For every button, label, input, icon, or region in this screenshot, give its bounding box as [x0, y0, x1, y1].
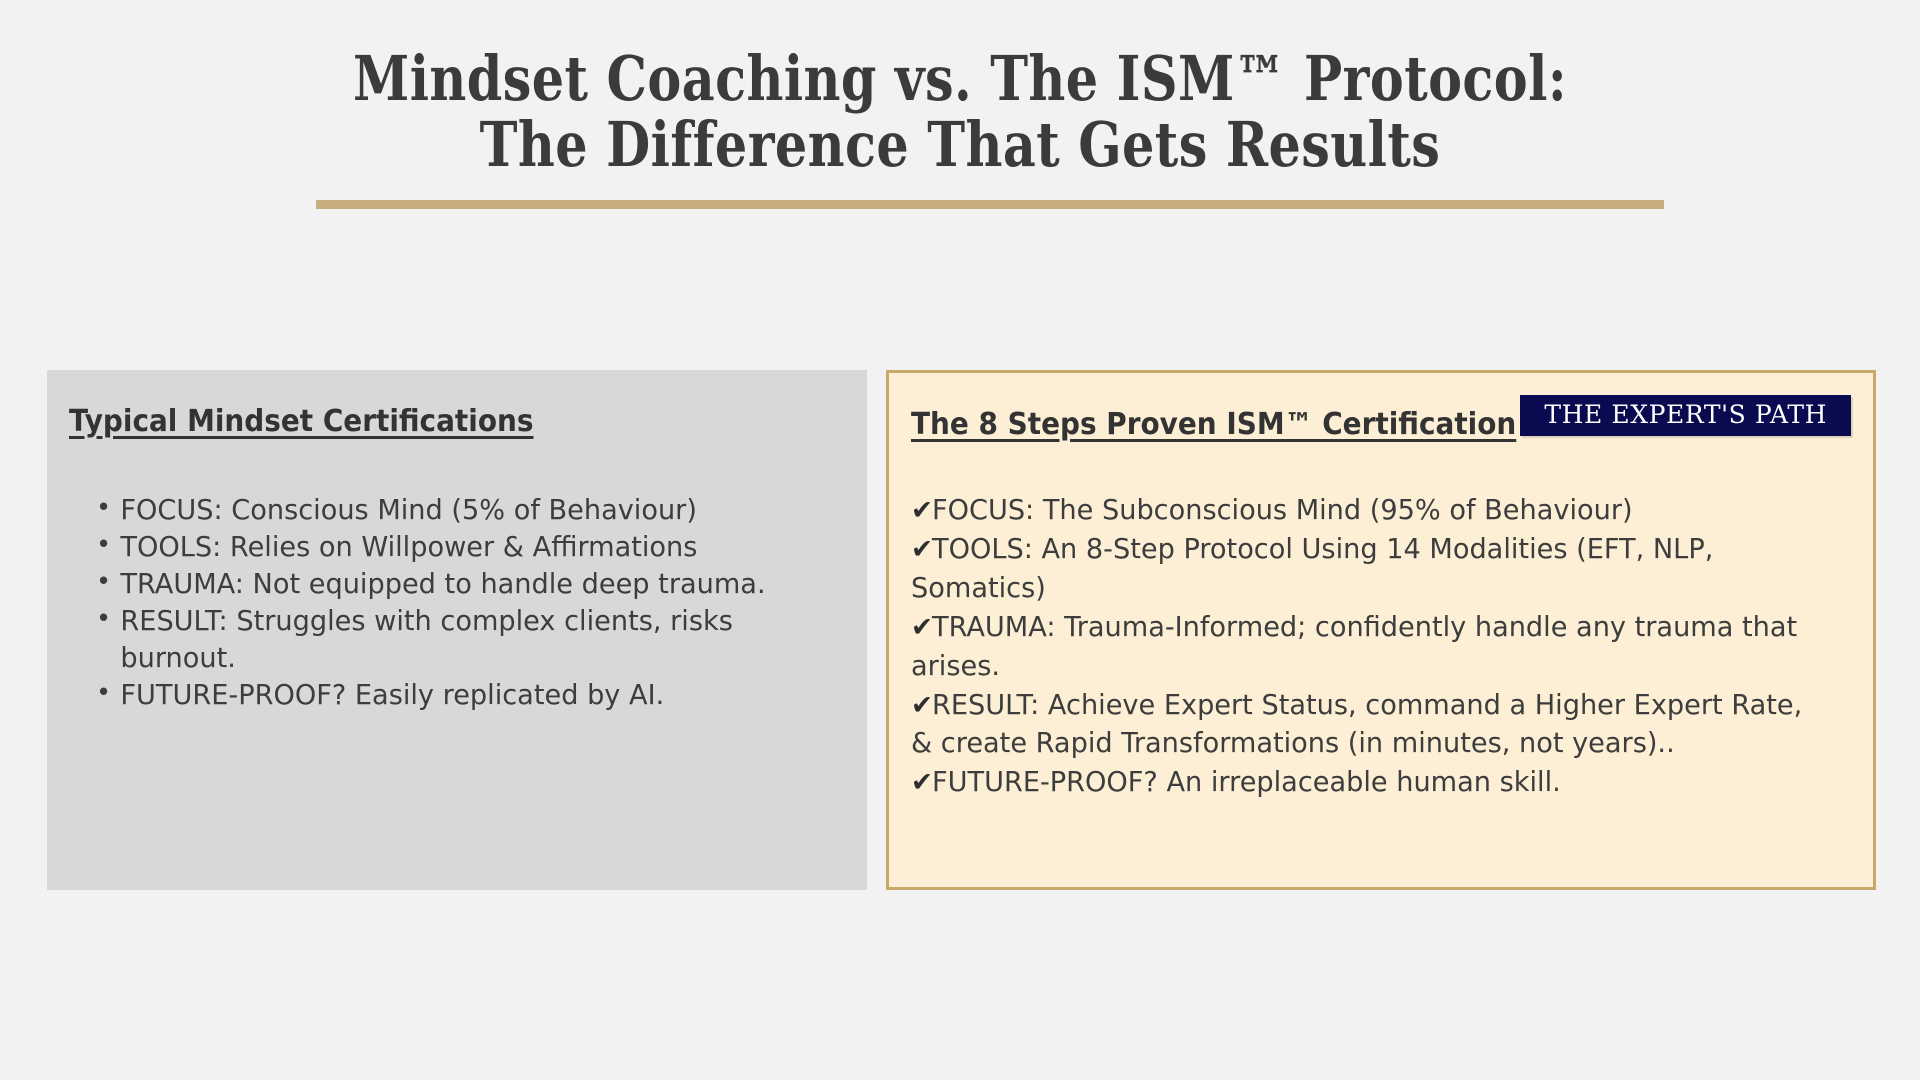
expert-path-badge: THE EXPERT'S PATH — [1520, 395, 1851, 436]
ism-certification-list: ✔FOCUS: The Subconscious Mind (95% of Be… — [911, 491, 1849, 802]
list-item-label: FOCUS: The Subconscious Mind (95% of Beh… — [931, 493, 1633, 526]
list-item-label: TRAUMA: Trauma-Informed; confidently han… — [911, 609, 1798, 682]
list-item-label: FUTURE-PROOF? An irreplaceable human ski… — [931, 765, 1561, 799]
left-panel-heading-row: Typical Mindset Certifications — [69, 404, 841, 450]
list-item: ✔FOCUS: The Subconscious Mind (95% of Be… — [911, 491, 1821, 530]
list-item: RESULT: Struggles with complex clients, … — [69, 602, 818, 677]
list-item: ✔FUTURE-PROOF? An irreplaceable human sk… — [911, 763, 1821, 802]
slide-title: Mindset Coaching vs. The ISM™ Protocol: … — [0, 48, 1920, 176]
left-panel-heading: Typical Mindset Certifications — [69, 404, 534, 439]
list-item: FUTURE-PROOF? Easily replicated by AI. — [69, 676, 818, 714]
list-item: ✔TRAUMA: Trauma-Informed; confidently ha… — [911, 608, 1821, 686]
check-icon: ✔ — [911, 533, 933, 565]
title-line-2: The Difference That Gets Results — [479, 108, 1441, 181]
list-item: ✔TOOLS: An 8-Step Protocol Using 14 Moda… — [911, 530, 1821, 608]
list-item: TOOLS: Relies on Willpower & Affirmation… — [69, 528, 818, 566]
typical-certifications-panel: Typical Mindset Certifications FOCUS: Co… — [47, 370, 867, 890]
list-item: TRAUMA: Not equipped to handle deep trau… — [69, 565, 818, 603]
title-line-1: Mindset Coaching vs. The ISM™ Protocol: — [353, 42, 1567, 115]
check-icon: ✔ — [911, 767, 933, 799]
check-icon: ✔ — [911, 495, 933, 526]
list-item-label: TOOLS: An 8-Step Protocol Using 14 Modal… — [911, 531, 1714, 604]
ism-certification-panel: The 8 Steps Proven ISM™ Certification TH… — [886, 370, 1876, 890]
right-panel-heading-row: The 8 Steps Proven ISM™ Certification TH… — [911, 395, 1851, 453]
list-item: FOCUS: Conscious Mind (5% of Behaviour) — [69, 491, 818, 529]
comparison-panels: Typical Mindset Certifications FOCUS: Co… — [0, 370, 1920, 890]
title-divider-rule — [316, 200, 1664, 209]
check-icon: ✔ — [911, 689, 933, 721]
check-icon: ✔ — [911, 611, 933, 643]
right-panel-heading: The 8 Steps Proven ISM™ Certification — [911, 407, 1517, 442]
list-item-label: RESULT: Achieve Expert Status, command a… — [911, 687, 1803, 760]
typical-certifications-list: FOCUS: Conscious Mind (5% of Behaviour)T… — [69, 491, 841, 714]
list-item: ✔RESULT: Achieve Expert Status, command … — [911, 686, 1821, 764]
